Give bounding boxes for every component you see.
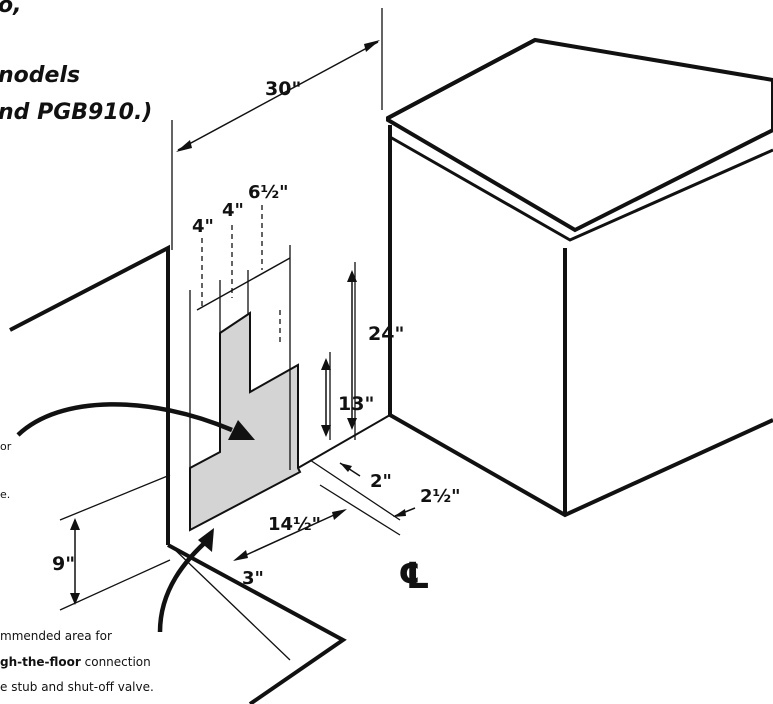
note-lower-line-2-rest: connection <box>81 655 151 669</box>
floor-line <box>297 414 391 469</box>
dim-depth-14-5: 14½" <box>268 514 321 535</box>
caption-line-3: nd PGB910.) <box>0 100 152 125</box>
dim-height-13: 13" <box>338 393 374 415</box>
dim-width-6-5: 6½" <box>248 182 289 203</box>
arrowheads <box>70 40 406 605</box>
cabinet-outline <box>9 244 347 704</box>
appliance-box <box>386 37 773 518</box>
dashed-guides <box>201 205 281 345</box>
dim-height-9: 9" <box>52 553 75 575</box>
centerline-symbol: ℄ <box>398 556 430 597</box>
dim-width-30: 30" <box>265 78 301 100</box>
dim-depth-2: 2" <box>370 471 392 492</box>
extension-lines <box>59 8 401 661</box>
dim-depth-3: 3" <box>242 568 264 589</box>
note-lower-line-2-bold: gh-the-floor <box>0 655 81 669</box>
note-lower-line-3: e stub and shut-off valve. <box>0 680 154 694</box>
dim-depth-2-5: 2½" <box>420 486 461 507</box>
callout-arrows <box>16 402 233 633</box>
dim-height-24: 24" <box>368 323 404 345</box>
callout-arrowheads <box>198 420 255 552</box>
caption-line-2: nodels <box>0 63 80 88</box>
note-upper-line-2: e. <box>0 488 10 501</box>
dim-width-4a: 4" <box>192 216 214 237</box>
note-upper-line-1: or <box>0 440 12 453</box>
note-lower-line-2: gh-the-floor connection <box>0 655 151 669</box>
shaded-connection-area <box>189 311 302 532</box>
caption-line-1: o, <box>0 0 21 18</box>
dim-width-4b: 4" <box>222 200 244 221</box>
note-lower-line-1: mmended area for <box>0 629 112 643</box>
